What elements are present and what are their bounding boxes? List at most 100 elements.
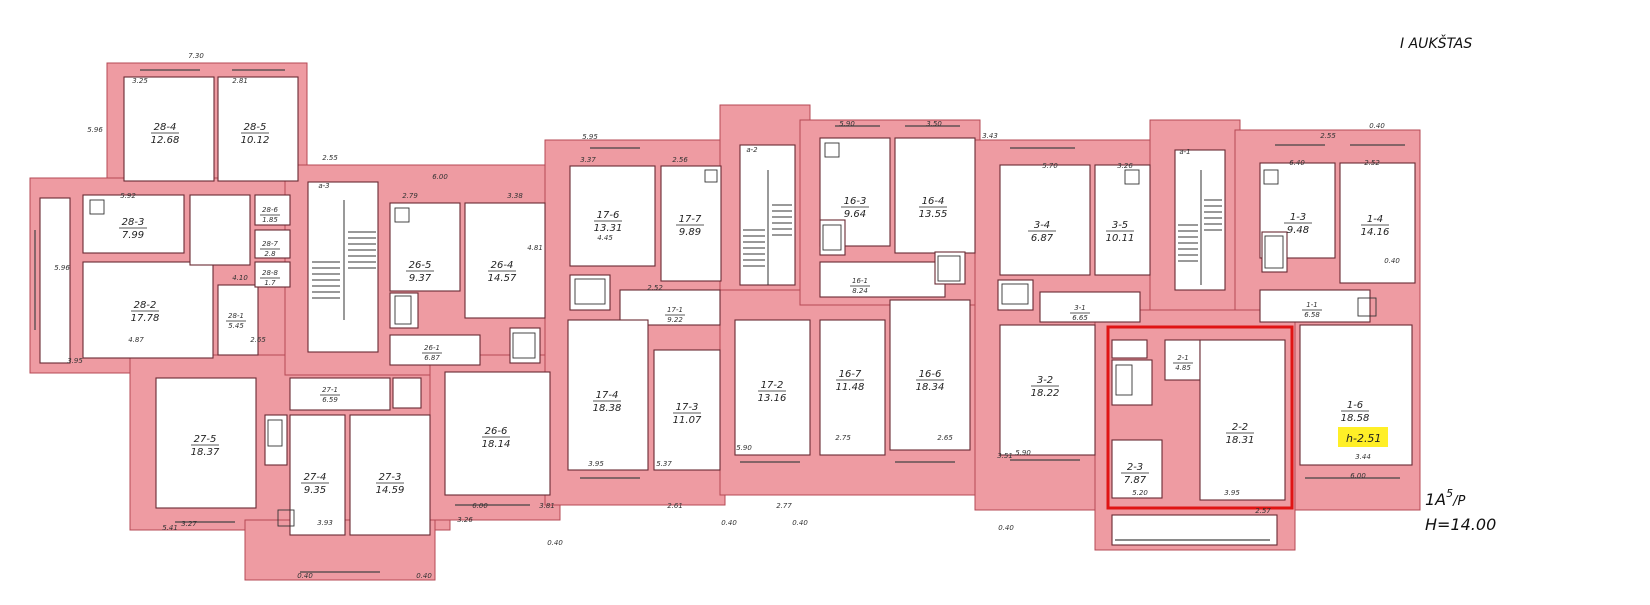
room-label: 16-711.48 (836, 369, 865, 393)
dimension-label: 0.40 (547, 539, 563, 547)
dimension-label: 3.26 (457, 516, 473, 524)
room-id: 28-5 (244, 122, 267, 133)
dimension-label: 4.45 (597, 234, 613, 242)
room-id: 16-7 (839, 369, 862, 380)
room-area: 18.14 (482, 439, 511, 450)
room-1-4 (1339, 162, 1416, 284)
room-id: 28-4 (154, 122, 177, 133)
room-area: 7.99 (122, 230, 144, 241)
dimension-label: 3.81 (539, 502, 555, 510)
dimension-label: 2.61 (667, 502, 683, 510)
dimension-label: 5.90 (839, 120, 855, 128)
dimension-label: 0.40 (416, 572, 432, 580)
dimension-label: 3.44 (1355, 453, 1371, 461)
room-label: 16-413.55 (919, 196, 948, 220)
room-27-3 (349, 414, 431, 536)
room-17-7 (660, 165, 722, 282)
room-id: 1-6 (1347, 400, 1363, 411)
room-area: 9.64 (844, 209, 866, 220)
room-label: 16-1 8.24 (850, 277, 870, 295)
room-area: 10.12 (241, 135, 270, 146)
room-area: 18.34 (916, 382, 945, 393)
room-id: 16-3 (844, 196, 867, 207)
room-id: 1-4 (1367, 214, 1383, 225)
stair-a-3-treads (312, 200, 376, 320)
room-label: 1-39.48 (1284, 212, 1312, 236)
room-id: 17-2 (761, 380, 784, 391)
stair-treads (312, 170, 1222, 320)
dimension-label: 3.37 (580, 156, 596, 164)
room-area: 14.16 (1361, 227, 1390, 238)
room-id: 2-3 (1127, 462, 1143, 473)
dimension-label: 6.00 (432, 173, 448, 181)
room-id: 26-1 (424, 344, 440, 352)
room-17-6 (569, 165, 656, 267)
room-id: 17-7 (679, 214, 702, 225)
room-area: 6.65 (1072, 314, 1088, 322)
room-area: 14.57 (488, 273, 517, 284)
stair-label: a-3 (318, 182, 329, 190)
room-area: 9.35 (304, 485, 326, 496)
room-area: 17.78 (131, 313, 160, 324)
room-height-note: h-2.51 (1346, 432, 1381, 445)
room-label: 26-6 18.14 (482, 426, 511, 450)
room-area: 5.45 (228, 322, 244, 330)
room-17-2 (734, 319, 811, 456)
apartment-2-highlight-frame (1106, 325, 1294, 510)
room-label: 16-618.34 (916, 369, 945, 393)
room-2-2 (1199, 339, 1286, 501)
room-area: 6.87 (1031, 233, 1054, 244)
room-28-2 (82, 261, 214, 359)
room-label: 27-49.35 (301, 472, 329, 496)
dimension-label: 5.90 (736, 444, 752, 452)
dimension-label: 6.00 (472, 502, 488, 510)
dimension-label: 3.51 (997, 452, 1013, 460)
room-label: 26-4 14.57 (488, 260, 517, 284)
room-1-1 (1259, 289, 1371, 323)
room-id: 17-3 (676, 402, 699, 413)
room-28-8 (254, 261, 291, 288)
room-id: 26-4 (491, 260, 514, 271)
room-28-4 (123, 76, 215, 182)
room-id: 26-6 (485, 426, 508, 437)
balcony-28 (39, 197, 71, 364)
dimension-label: 5.37 (656, 460, 672, 468)
room-16-7 (819, 319, 886, 456)
room-area: 18.22 (1031, 388, 1060, 399)
room-26-4 (464, 202, 546, 319)
room-27-1 (289, 377, 391, 411)
room-2-1 (1164, 339, 1201, 381)
room-28-6 (254, 194, 291, 226)
series-superscript: 5 (1446, 487, 1453, 500)
room-area: 18.58 (1341, 413, 1370, 424)
room-28-5 (217, 76, 299, 182)
room-id: 3-1 (1074, 304, 1085, 312)
room-27-5 (155, 377, 257, 509)
room-area: 18.38 (593, 403, 622, 414)
dimension-label: 2.55 (1320, 132, 1336, 140)
room-id: 16-1 (852, 277, 868, 285)
room-label: 28-15.45 (226, 312, 246, 330)
room-27-bath (264, 414, 288, 466)
room-26-1 (389, 334, 481, 366)
dimension-label: 2.65 (937, 434, 953, 442)
room-16-wc (934, 251, 966, 285)
dimension-label: 5.92 (120, 192, 136, 200)
room-id: 2-1 (1177, 354, 1188, 362)
room-17-4 (567, 319, 649, 471)
room-area: 18.31 (1226, 435, 1255, 446)
room-label: 26-59.37 (406, 260, 434, 284)
room-2-3 (1111, 439, 1163, 499)
room-id: 28-3 (122, 217, 145, 228)
room-area: 13.31 (594, 223, 623, 234)
room-label: 1-4 14.16 (1361, 214, 1390, 238)
dimension-label: 0.40 (998, 524, 1014, 532)
dimension-label: 3.43 (982, 132, 998, 140)
room-area: 6.59 (322, 396, 338, 404)
floor-title: I AUKŠTAS (1400, 34, 1472, 52)
room-16-4 (894, 137, 976, 254)
room-label: 1-6 18.58 (1341, 400, 1370, 424)
room-label: 2-218.31 (1226, 422, 1255, 446)
room-area: 8.24 (852, 287, 868, 295)
